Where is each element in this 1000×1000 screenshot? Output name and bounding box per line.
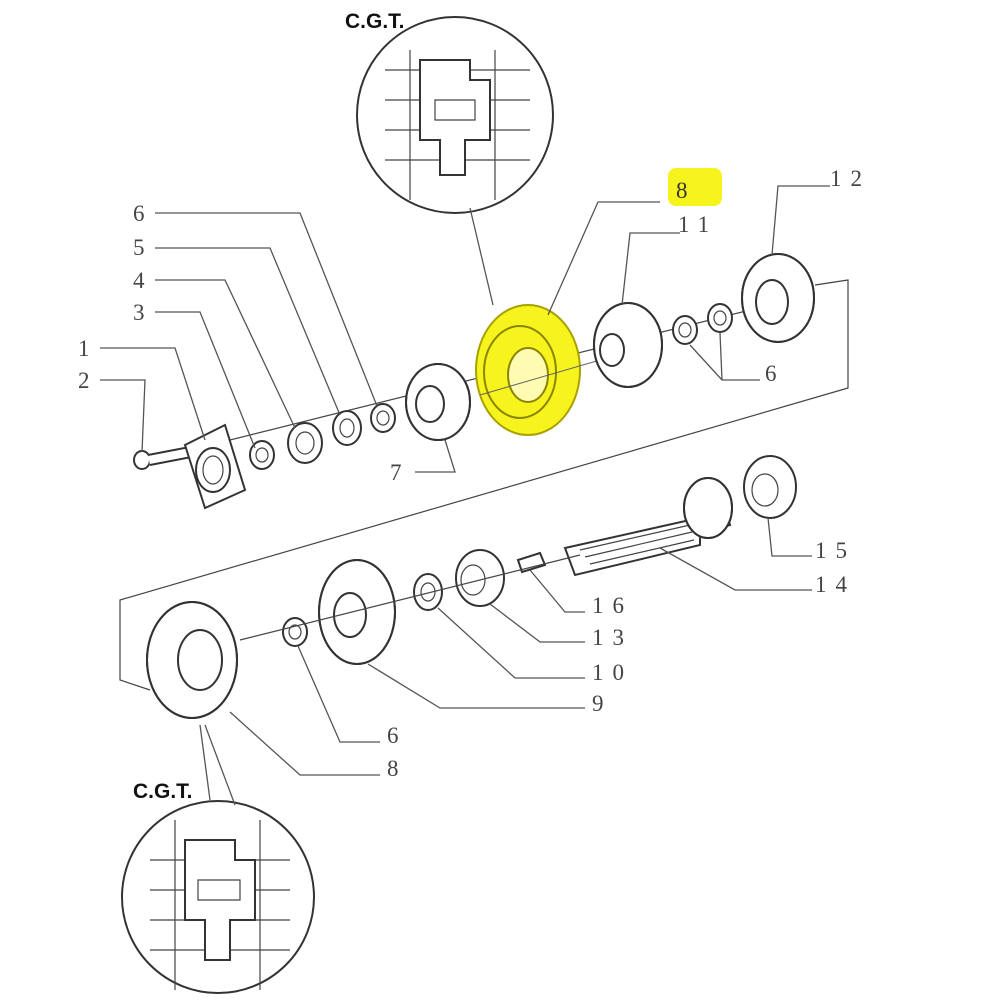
callout-15: 15 xyxy=(815,538,856,563)
part-11-gear xyxy=(593,302,663,388)
callout-12: 12 xyxy=(830,166,871,191)
part-8-synchronizer-highlighted[interactable] xyxy=(475,304,601,436)
callout-9: 9 xyxy=(592,691,613,716)
part-7-gear xyxy=(405,363,471,441)
part-13-bearing xyxy=(455,549,505,607)
callout-2: 2 xyxy=(78,368,99,393)
part-9-gear xyxy=(318,559,396,665)
part-4-bearing xyxy=(287,422,323,464)
part-1-flange xyxy=(183,423,247,510)
part-5-ring xyxy=(332,410,362,446)
callout-3: 3 xyxy=(133,300,154,325)
part-12-gear xyxy=(741,253,815,343)
callout-5: 5 xyxy=(133,235,154,260)
callout-8-top: 8 xyxy=(676,178,697,203)
callout-6-lower: 6 xyxy=(387,723,408,748)
part-14-shaft xyxy=(563,477,733,577)
callout-11: 11 xyxy=(678,212,718,237)
detail-label-bottom: C.G.T. xyxy=(133,780,193,803)
part-3-bush xyxy=(249,440,275,470)
callout-4: 4 xyxy=(133,268,154,293)
callout-8-highlight xyxy=(668,168,722,206)
callout-labels: 1 2 3 4 5 6 7 8 11 12 6 15 14 16 13 10 9… xyxy=(78,166,871,781)
callout-6-right: 6 xyxy=(765,361,786,386)
callout-7: 7 xyxy=(390,460,411,485)
part-16-pin xyxy=(516,551,547,574)
callout-10: 10 xyxy=(592,660,633,685)
leader-lines xyxy=(100,185,830,776)
part-15-bearing xyxy=(743,455,797,519)
callout-1: 1 xyxy=(78,336,99,361)
callout-6-top: 6 xyxy=(133,201,154,226)
callout-14: 14 xyxy=(815,572,856,597)
detail-view-bottom: C.G.T. xyxy=(121,724,315,994)
detail-label-top: C.G.T. xyxy=(345,10,405,33)
assembly-bracket-line xyxy=(119,279,849,691)
part-10-washer xyxy=(413,573,443,611)
detail-view-top: C.G.T. xyxy=(345,10,554,306)
callout-16: 16 xyxy=(592,593,633,618)
callout-8-lower: 8 xyxy=(387,756,408,781)
part-6-spacer-lower xyxy=(282,617,308,647)
part-8-synchronizer-lower xyxy=(146,601,238,719)
part-6-spacer xyxy=(370,403,396,433)
callout-13: 13 xyxy=(592,625,633,650)
part-6-spacers-upper xyxy=(672,303,733,345)
